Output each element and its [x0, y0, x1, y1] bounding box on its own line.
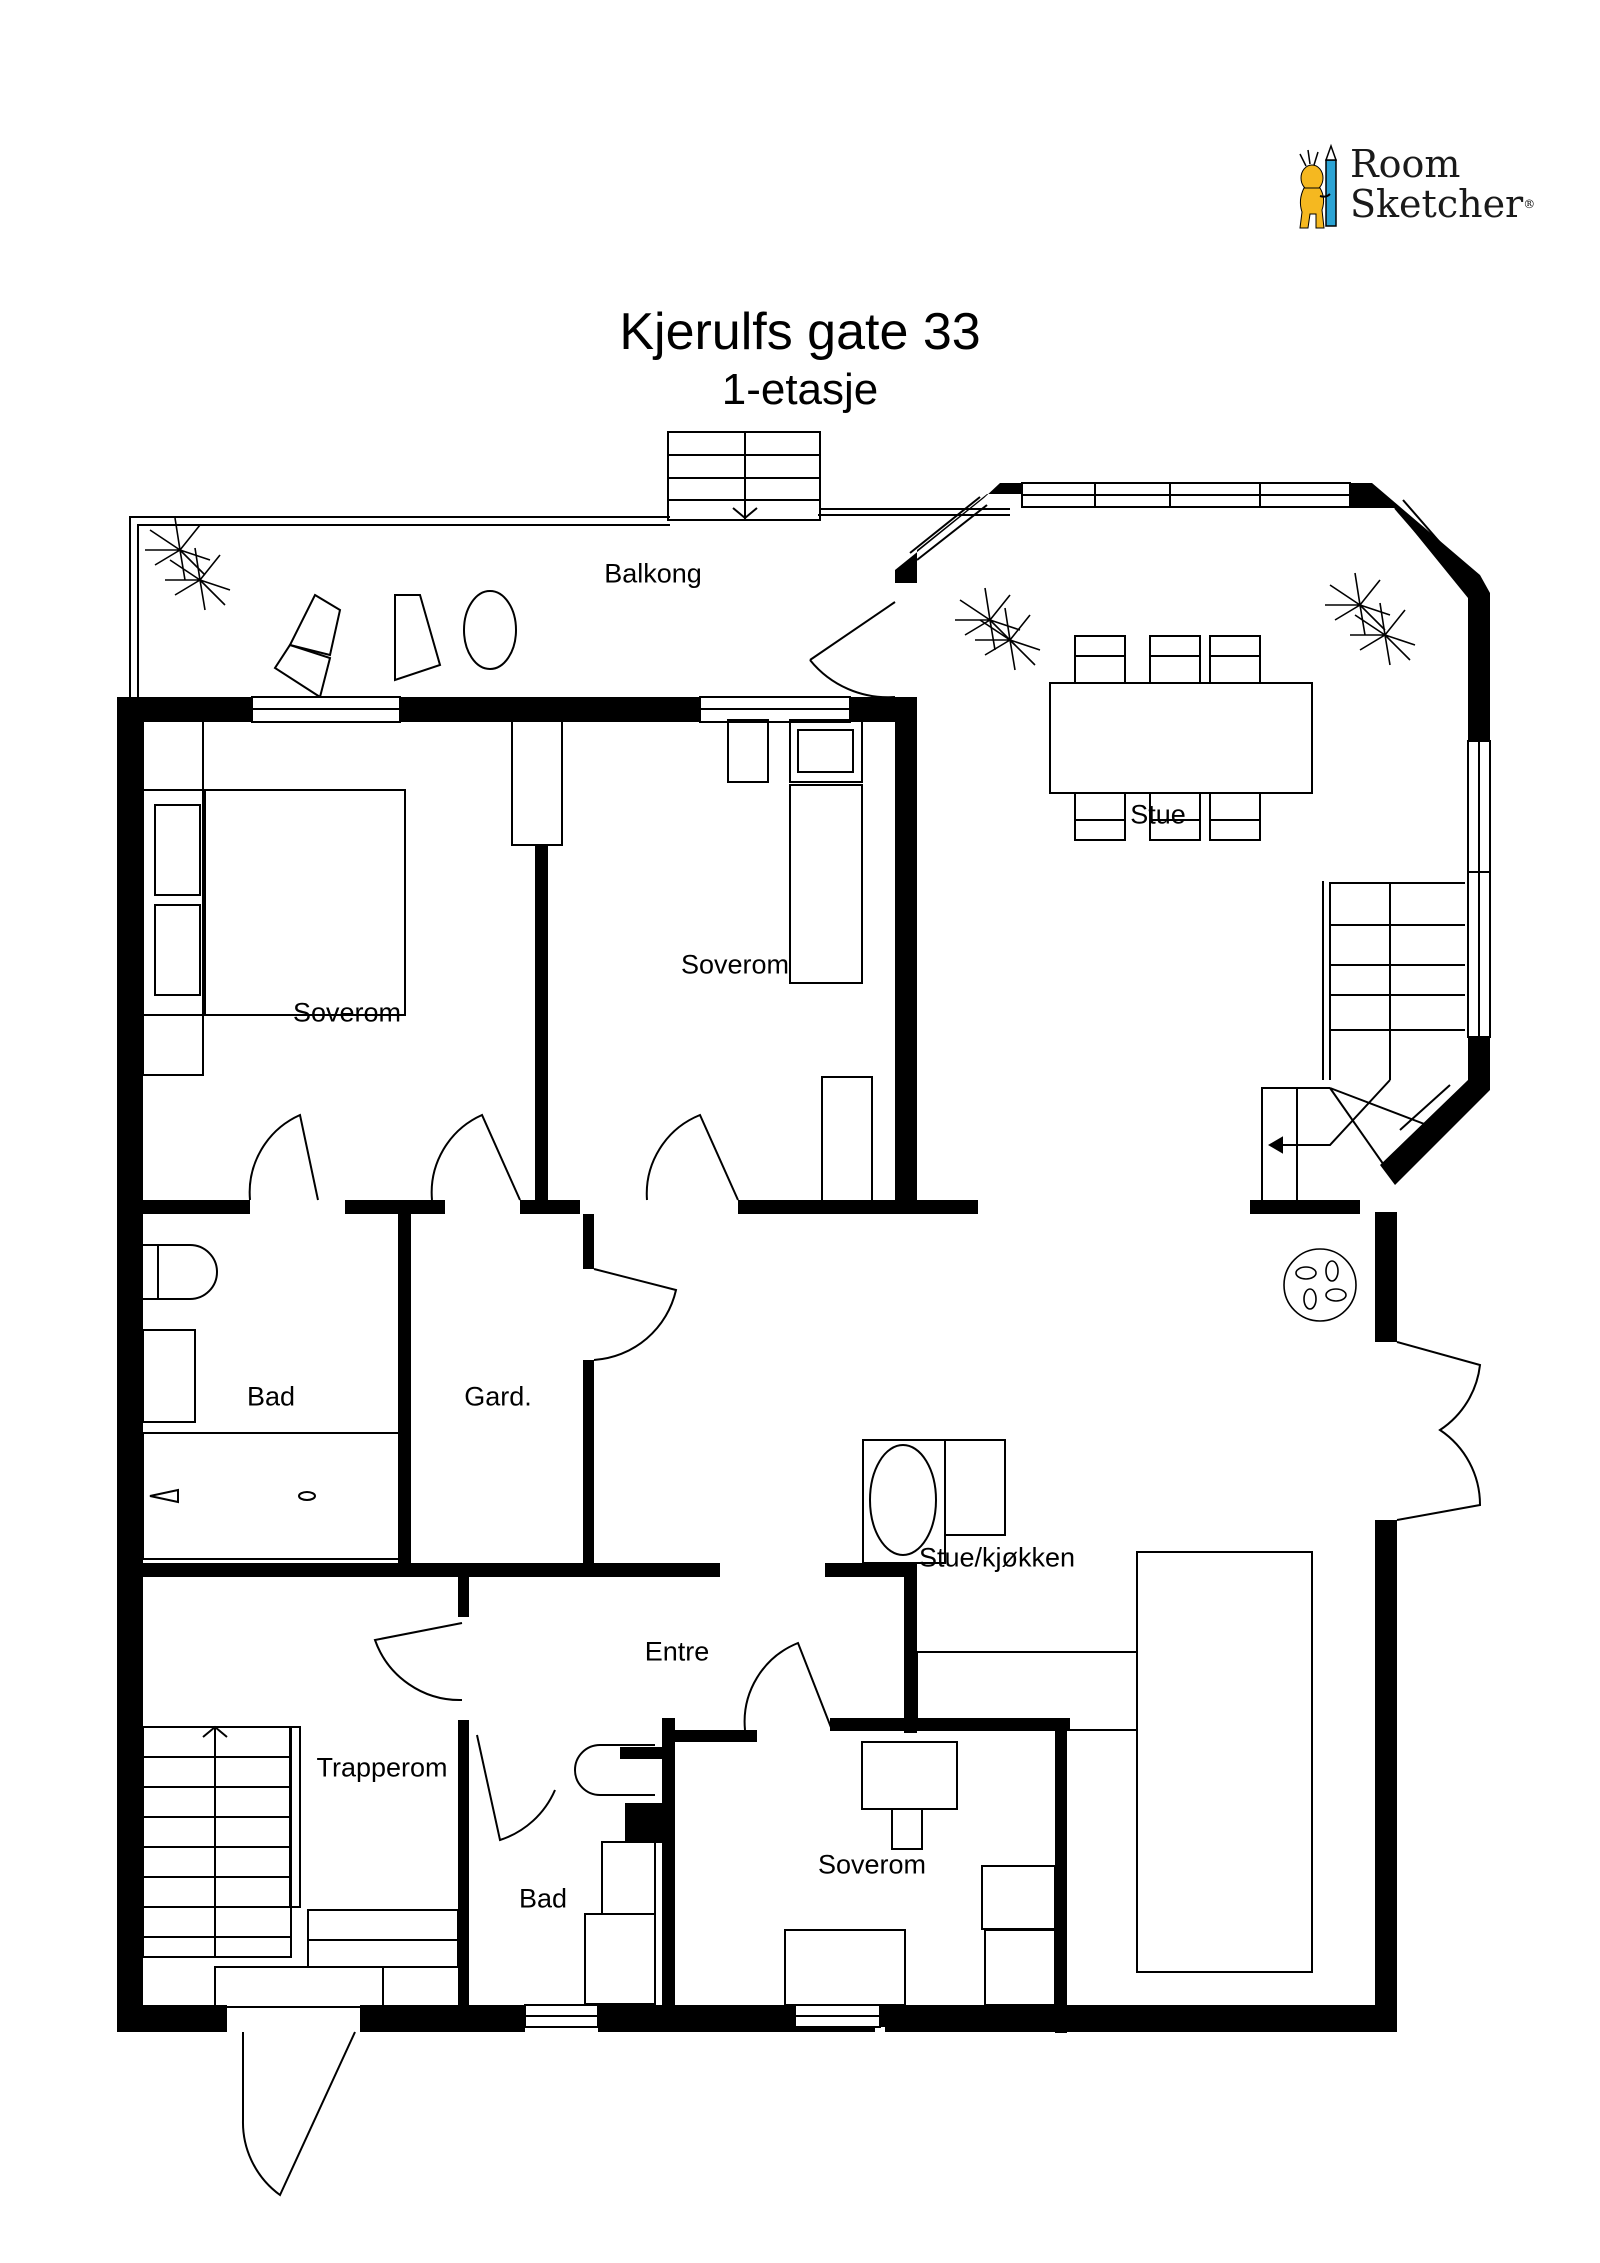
plant-icons: [145, 517, 1416, 1322]
plan-title: Kjerulfs gate 33: [619, 303, 981, 361]
balcony-door: [809, 601, 896, 699]
room-label-bad-1: Bad: [246, 1381, 296, 1412]
logo-line-2: Sketcher: [1350, 182, 1524, 226]
plant-icon: [145, 517, 211, 581]
plant-icon: [975, 607, 1041, 671]
room-label-bad-2: Bad: [518, 1883, 568, 1914]
room-label-entre: Entre: [644, 1636, 710, 1667]
room-label-soverom-2: Soverom: [680, 949, 790, 980]
room-label-balkong: Balkong: [604, 558, 702, 589]
bathroom-1-fixtures: [142, 1244, 404, 1560]
doors: [241, 1113, 1482, 2197]
flower-plant-icon: [1283, 1248, 1357, 1322]
pencil-mascot-icon: [1299, 143, 1338, 229]
plant-icon: [955, 587, 1021, 651]
stue-walls: [895, 483, 1490, 1185]
bathroom-2-fixtures: [574, 1744, 656, 2005]
room-label-gard: Gard.: [464, 1381, 532, 1412]
room-label-stue-kjokken: Stue/kjøkken: [918, 1542, 1076, 1573]
room-label-soverom-3: Soverom: [817, 1849, 927, 1880]
bedroom-3-fixtures: [784, 1741, 1056, 2006]
registered-mark: ®: [1523, 197, 1536, 211]
kitchen-fixtures: [862, 1439, 1313, 1973]
bedroom-furniture: [142, 719, 873, 1208]
dining-table-set: [1049, 635, 1313, 841]
walls: [117, 697, 1397, 2033]
logo-line-1: Room: [1350, 142, 1461, 186]
balcony-table-chairs: [273, 590, 517, 699]
balcony-railing: [129, 508, 1010, 697]
room-label-trapperom: Trapperom: [316, 1752, 448, 1783]
plant-icon: [165, 547, 231, 611]
trapperom-stairs: [142, 1725, 459, 2008]
stue-windows: [909, 482, 1491, 1141]
room-label-stue: Stue: [1130, 799, 1186, 830]
balcony-stairs: [667, 431, 821, 521]
room-label-soverom-1: Soverom: [292, 997, 402, 1028]
plant-icon: [1350, 602, 1416, 666]
windows: [251, 696, 885, 2028]
roomsketcher-logo: Room Sketcher®: [1290, 140, 1560, 240]
floor-subtitle: 1-etasje: [721, 365, 879, 414]
stue-stairs: [1261, 881, 1465, 1205]
